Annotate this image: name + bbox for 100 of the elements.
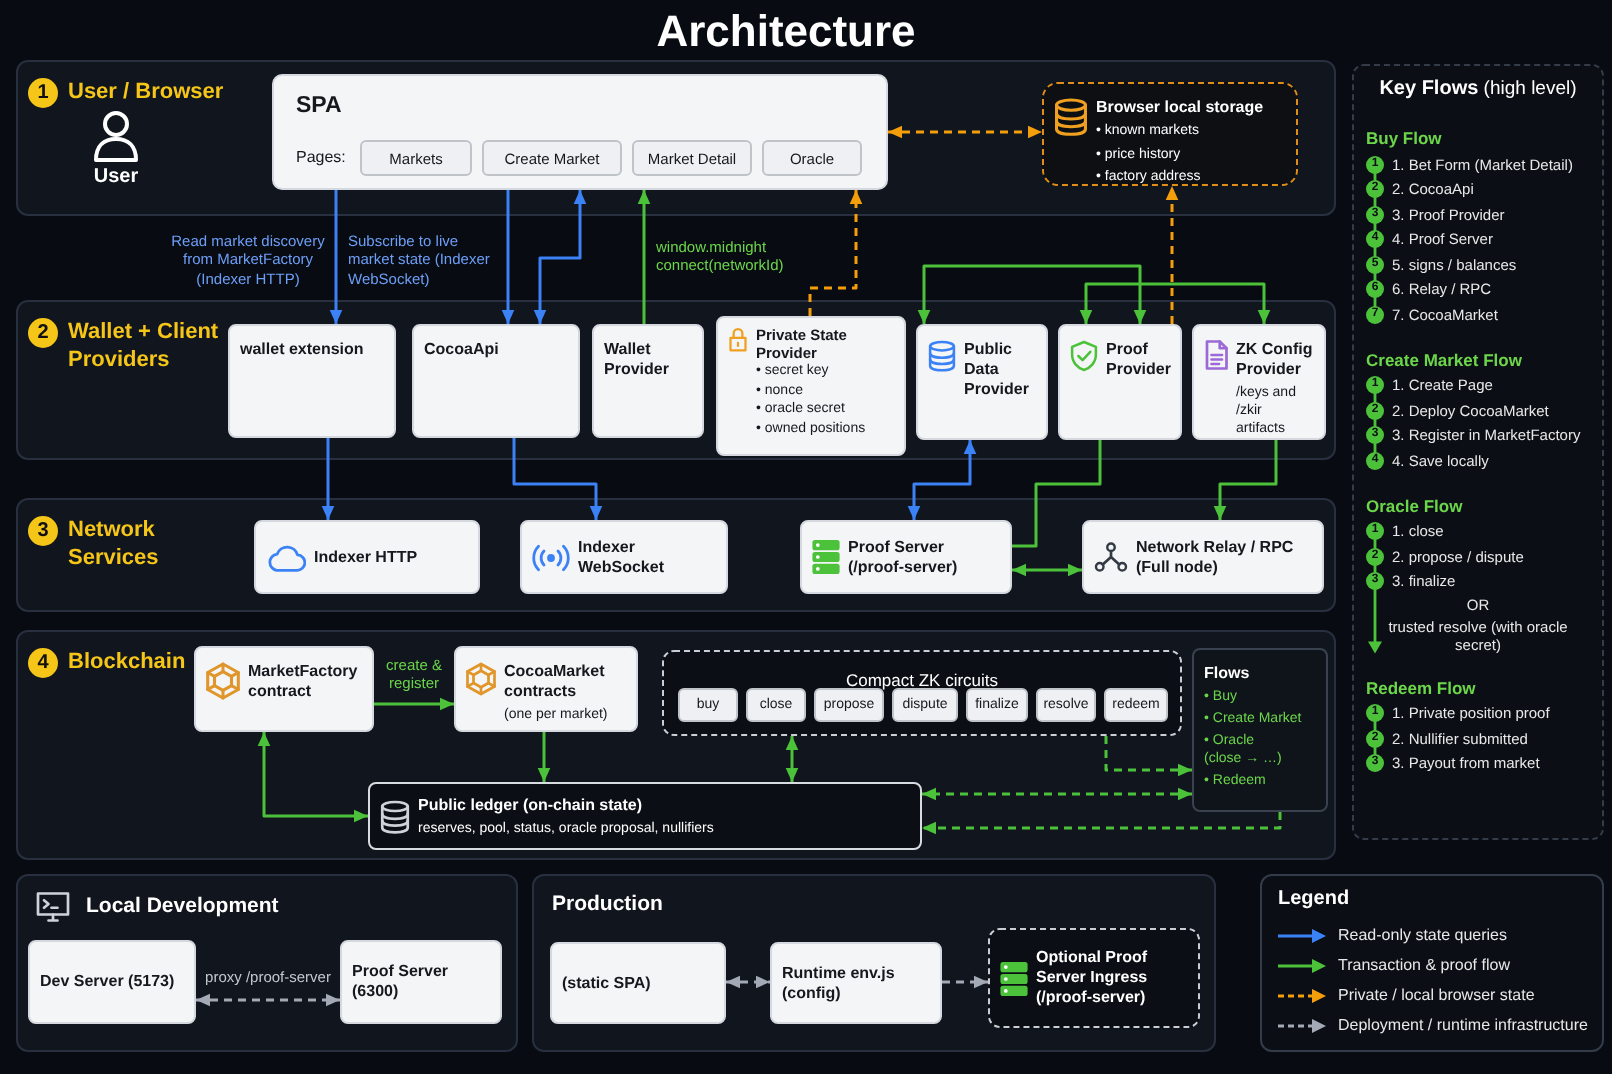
dashed-double-arrow [726,975,770,989]
band-title: Blockchain [68,648,186,676]
ledger-card [368,782,922,850]
flow-heading: Redeem Flow [1366,677,1476,699]
arrow [637,190,651,324]
connector-line [1012,440,1102,548]
legend-text: Read-only state queries [1338,925,1507,945]
legend-text: Transaction & proof flow [1338,955,1510,975]
app-panel [272,74,888,190]
node-title: User [93,168,139,188]
node-title: (static SPA) [562,973,651,993]
layer-band [16,630,1336,860]
node-title: Proof Server (6300) [352,962,451,1002]
arrow [537,732,551,782]
node-title: Browser local storage [1096,98,1264,118]
component-card [592,324,704,438]
double-arrow [1012,563,1082,577]
flow-heading: Buy Flow [1366,128,1442,150]
section-number: 4 [28,648,58,678]
node-title: Wallet Provider [604,340,671,380]
node-title: Proof Provider [1106,340,1170,380]
node-title: MarketFactory contract [248,662,360,702]
dashed-arrow [1104,736,1192,777]
component-card [988,928,1200,1028]
component-card [28,940,196,1024]
panel-title: Key Flows (high level) [1379,78,1577,102]
environment-panel [16,874,518,1052]
band-title: Wallet + Client Providers [68,318,221,374]
dashed-double-arrow [196,993,340,1007]
component-card [916,324,1048,440]
app-title: SPA [296,92,342,120]
component-card [770,942,942,1024]
dashed-arrow [922,812,1282,835]
component-card [520,520,728,594]
node-title: Flows [1204,664,1250,684]
panel-title: Production [552,892,663,918]
storage-card [1042,82,1298,186]
component-card [412,324,580,438]
node-title: wallet extension [240,340,364,360]
component-card [194,646,374,732]
node-title: CocoaMarket contracts [504,662,607,702]
component-card [1058,324,1182,440]
node-title: Indexer HTTP [314,547,418,567]
group-title: Compact ZK circuits [845,670,999,690]
diagram-title: Architecture [656,6,916,56]
node-title: Optional Proof Server Ingress (/proof-server) [1036,948,1150,1008]
section-number: 2 [28,318,58,348]
node-title: ZK Config Provider [1236,340,1314,380]
double-arrow [785,736,799,782]
environment-panel [532,874,1216,1052]
component-card [454,646,638,732]
section-number: 1 [28,78,58,108]
legend-text: Private / local browser state [1338,985,1535,1005]
key-flows-panel [1352,64,1604,840]
component-card [1192,324,1326,440]
section-number: 3 [28,516,58,546]
flows-card [1192,648,1328,812]
node-title: Proof Server (/proof-server) [848,537,960,577]
double-arrow [257,732,368,823]
component-card [800,520,1012,594]
arrow [501,190,515,324]
panel-title: Local Development [86,894,279,920]
dashed-arrow [808,190,863,316]
dashed-double-arrow [922,787,1192,801]
arrow [512,438,603,520]
node-title: Network Relay / RPC (Full node) [1136,537,1296,577]
node-title: Public Data Provider [964,340,1031,400]
layer-band [16,498,1336,612]
node-title: Runtime env.js (config) [782,963,897,1003]
component-card [550,942,726,1024]
layer-band [16,300,1336,460]
band-title: User / Browser [68,78,224,106]
flow-heading: Oracle Flow [1366,495,1463,517]
double-arrow [907,440,977,520]
component-card [716,316,906,456]
band-title: Network Services [68,516,161,572]
component-card [1082,520,1324,594]
field-caption: Pages: [296,148,346,168]
node-title: CocoaApi [424,340,499,360]
flow-heading: Create Market Flow [1366,349,1522,371]
arrow [321,438,335,520]
double-arrow [917,264,1147,324]
arrow [329,190,343,324]
arrow [374,697,454,711]
component-card [254,520,480,594]
legend-title: Legend [1278,888,1350,912]
legend-text: Deployment / runtime infrastructure [1338,1015,1588,1035]
node-title: Indexer WebSocket [578,537,666,577]
component-card [340,940,502,1024]
arrow [1213,440,1278,520]
dashed-arrow [1165,186,1179,324]
node-title: Public ledger (on-chain state) [418,795,643,815]
dashed-arrow [942,975,988,989]
group-frame [662,650,1182,736]
double-arrow [1079,282,1271,324]
component-card [228,324,396,438]
double-arrow [533,190,587,324]
node-title: Dev Server (5173) [40,972,175,992]
layer-band [16,60,1336,216]
dashed-double-arrow [888,125,1042,139]
